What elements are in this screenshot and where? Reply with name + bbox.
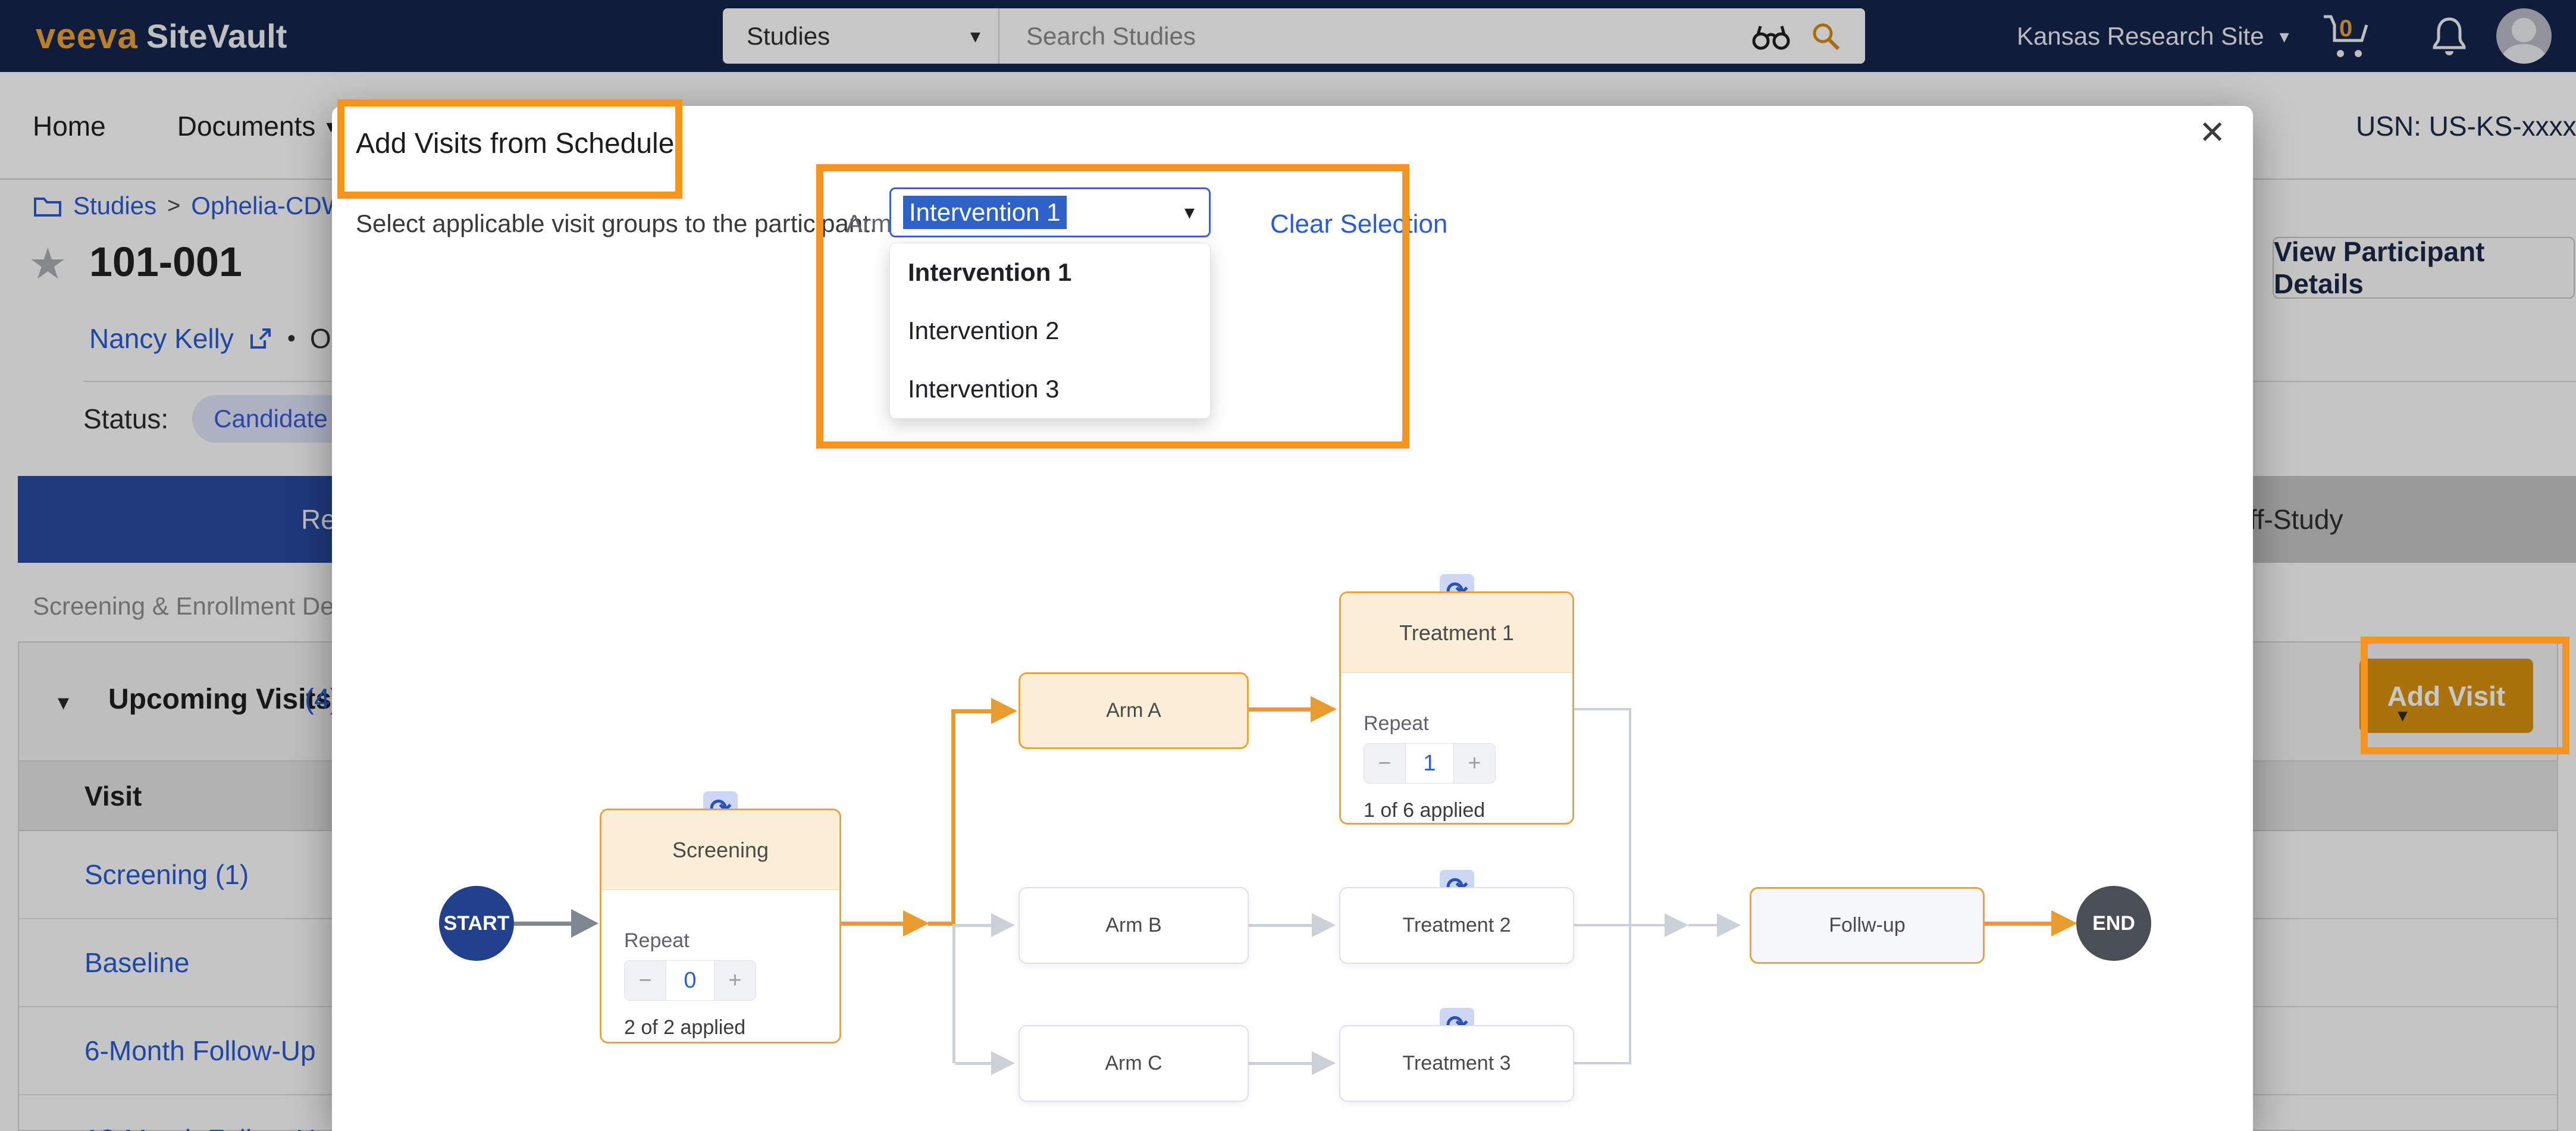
chevron-down-icon: ▾ bbox=[1184, 201, 1195, 224]
arm-dropdown-menu: Intervention 1 Intervention 2 Interventi… bbox=[889, 243, 1211, 419]
highlight-box-arm-select bbox=[816, 164, 1409, 449]
close-icon[interactable]: ✕ bbox=[2199, 115, 2226, 151]
arm-label: Arm bbox=[846, 209, 892, 237]
nav-item-home[interactable]: Home bbox=[33, 110, 106, 142]
favorite-star-icon[interactable]: ★ bbox=[29, 240, 67, 288]
arm-option[interactable]: Intervention 3 bbox=[908, 375, 1060, 403]
site-selector[interactable]: Kansas Research Site ▾ bbox=[2017, 0, 2289, 72]
search-icon[interactable] bbox=[1810, 21, 1841, 52]
collapse-caret-icon[interactable]: ▾ bbox=[58, 690, 70, 715]
chevron-down-icon: ▾ bbox=[2279, 25, 2289, 47]
visit-link[interactable]: 12-Month Follow-Up bbox=[84, 1123, 331, 1131]
highlight-box-modal-title bbox=[337, 99, 682, 199]
brand-sitevault: SiteVault bbox=[146, 17, 287, 55]
chevron-down-icon: ▾ bbox=[2398, 706, 2408, 725]
visit-link[interactable]: Screening (1) bbox=[84, 859, 249, 890]
cart-button[interactable]: 0 bbox=[2319, 12, 2374, 62]
search-scope-select[interactable]: Studies ▾ bbox=[723, 8, 999, 64]
visit-link[interactable]: Baseline bbox=[84, 947, 190, 978]
highlight-box-add-visit bbox=[2361, 637, 2569, 754]
participant-id: 101-001 bbox=[89, 239, 242, 285]
chevron-down-icon: ▾ bbox=[970, 24, 980, 48]
top-navbar: veeva SiteVault Studies ▾ bbox=[0, 0, 2576, 72]
chevron-right-icon: > bbox=[167, 193, 181, 218]
nav-item-documents[interactable]: Documents ▾ bbox=[177, 110, 336, 142]
search-input[interactable] bbox=[999, 8, 1752, 64]
site-name: Kansas Research Site bbox=[2017, 21, 2264, 50]
search-scope-value: Studies bbox=[747, 21, 831, 50]
binoculars-icon[interactable] bbox=[1752, 23, 1790, 50]
separator-dot: • bbox=[287, 325, 296, 352]
veeva-sitevault-logo[interactable]: veeva SiteVault bbox=[36, 0, 287, 72]
table-row[interactable]: 12-Month Follow-Up bbox=[19, 1095, 2557, 1131]
section-title: Screening & Enrollment Details bbox=[33, 592, 379, 620]
participant-name-link[interactable]: Nancy Kelly bbox=[89, 323, 234, 354]
external-link-icon[interactable] bbox=[248, 326, 273, 351]
cart-count-badge: 0 bbox=[2339, 15, 2353, 42]
add-visit-button[interactable]: Add Visit ▾ bbox=[2359, 659, 2533, 733]
modal-instruction: Select applicable visit groups to the pa… bbox=[356, 209, 877, 237]
column-visit: Visit bbox=[84, 780, 142, 812]
brand-veeva: veeva bbox=[36, 16, 138, 56]
global-search-group: Studies ▾ bbox=[723, 8, 1865, 64]
breadcrumb-current-link[interactable]: Ophelia-CDW bbox=[191, 192, 346, 220]
breadcrumb-studies-link[interactable]: Studies bbox=[73, 192, 157, 220]
view-participant-details-button[interactable]: View Participant Details bbox=[2273, 236, 2575, 299]
breadcrumb: Studies > Ophelia-CDW bbox=[33, 192, 345, 220]
folder-icon bbox=[33, 194, 62, 218]
arm-option[interactable]: Intervention 2 bbox=[908, 317, 1060, 344]
notifications-bell-icon[interactable] bbox=[2428, 15, 2470, 58]
visit-link[interactable]: 6-Month Follow-Up bbox=[84, 1035, 316, 1066]
usn-label: USN: US-KS-xxxx bbox=[2356, 110, 2576, 142]
user-avatar[interactable] bbox=[2496, 8, 2552, 64]
arm-selected-value: Intervention 1 bbox=[903, 196, 1067, 229]
arm-select[interactable]: Intervention 1 ▾ bbox=[889, 187, 1211, 237]
clear-selection-link[interactable]: Clear Selection bbox=[1270, 209, 1448, 239]
status-label: Status: bbox=[83, 403, 169, 434]
panel-title: Upcoming Visits bbox=[108, 684, 332, 715]
arm-option[interactable]: Intervention 1 bbox=[908, 258, 1072, 286]
modal-title: Add Visits from Schedule bbox=[356, 128, 675, 159]
